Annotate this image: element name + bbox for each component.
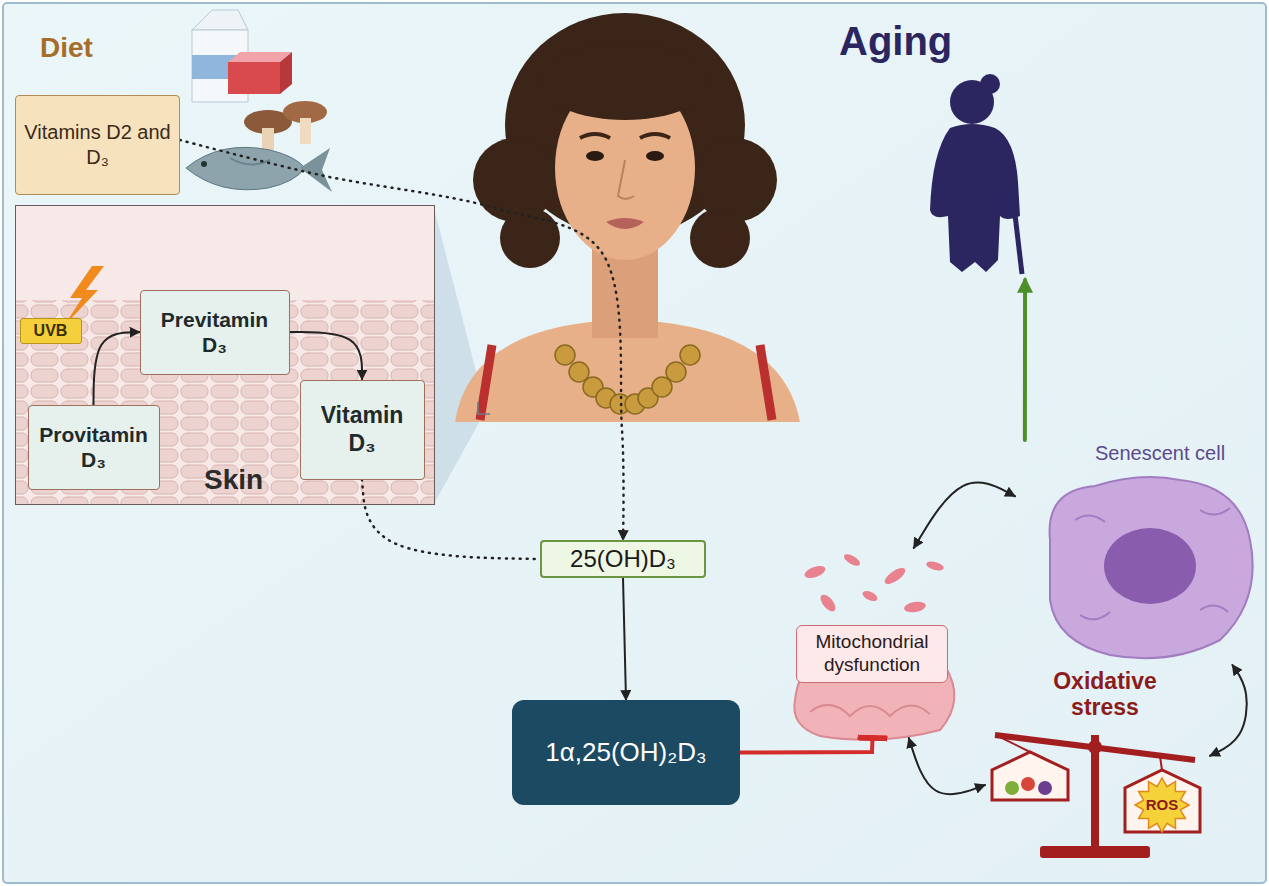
mitochondria-node: Mitochondrial dysfunction	[790, 548, 955, 738]
mitochondria-art	[794, 552, 954, 740]
arrow-connector	[94, 332, 140, 405]
uvb-box: UVB	[20, 318, 82, 344]
arrow-connector	[914, 483, 1015, 548]
metabolite-label: 25(OH)D₃	[570, 545, 676, 573]
process-label: Previtamin D₃	[149, 307, 281, 357]
state-label: Senescent cell	[1095, 442, 1225, 465]
elderly-figure	[930, 74, 1022, 274]
active-metabolite-box: 1α,25(OH)₂D₃	[512, 700, 740, 805]
food-icons	[186, 10, 332, 192]
inhibition-connector	[740, 738, 873, 753]
section-heading: Diet	[40, 32, 93, 64]
state-label: Mitochondrial dysfunction	[796, 625, 948, 683]
arrow-connector	[623, 578, 626, 700]
food-box-text: Vitamins D2 and D₃	[24, 120, 171, 170]
process-label: Provitamin D₃	[37, 422, 151, 472]
process-box: Previtamin D₃	[140, 290, 290, 375]
metabolite-box: 25(OH)D₃	[540, 540, 706, 578]
uvb-label: UVB	[34, 322, 68, 340]
aging-node: Aging	[835, 15, 1027, 280]
ros-label: ROS	[1138, 796, 1186, 813]
diet-box: DietVitamins D2 and D₃	[15, 95, 180, 195]
arrow-connector	[290, 332, 363, 380]
panel-label: Skin	[204, 464, 263, 496]
frame	[3, 3, 1266, 883]
process-box: Vitamin D₃	[300, 380, 425, 480]
metabolite-label: 1α,25(OH)₂D₃	[545, 737, 706, 768]
skin-panel-art	[15, 205, 486, 505]
senescent-cell-art	[1050, 477, 1253, 658]
balance-scale-art	[992, 735, 1200, 858]
section-heading: Aging	[839, 19, 952, 64]
state-label: Oxidative stress	[1040, 668, 1170, 721]
arrow-connector	[362, 480, 540, 560]
arrow-connector	[1210, 665, 1247, 756]
arrow-connector	[909, 738, 985, 794]
oxidative-stress-node: Oxidative stress	[985, 668, 1210, 863]
skin-panel: Skin UVB Provitamin D₃ Previtamin D₃ Vitamin…	[15, 205, 435, 505]
arrow-connector	[1023, 280, 1027, 440]
process-box: Provitamin D₃	[28, 405, 160, 490]
woman-figure	[455, 13, 800, 422]
senescent-cell-node: Senescent cell	[1015, 440, 1262, 665]
process-label: Vitamin D₃	[309, 402, 416, 457]
